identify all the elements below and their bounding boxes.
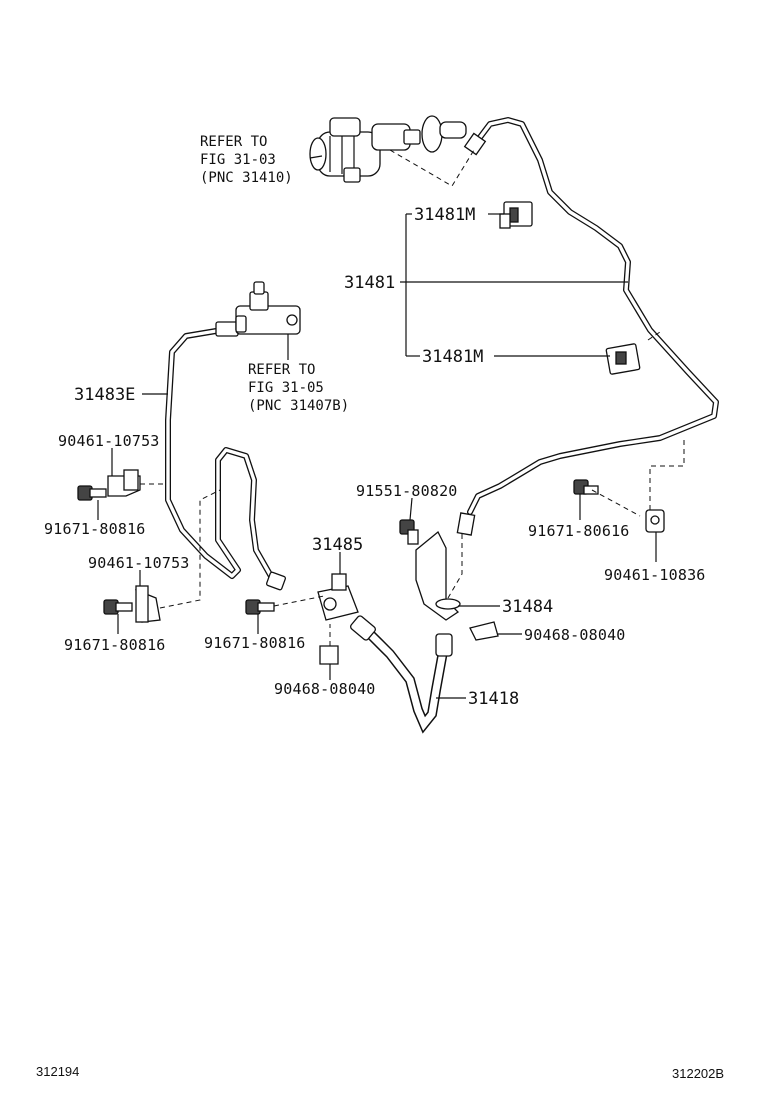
clamp-90461-10836 [645,509,665,533]
label-91671-80816-c: 91671-80816 [204,634,306,652]
bracket-31484 [415,530,461,621]
label-31481m-top: 31481M [414,205,475,225]
clutch-master-cylinder [309,115,467,183]
label-90461-10753-a: 90461-10753 [58,432,160,450]
label-91671-80616: 91671-80616 [528,522,630,540]
pipe-fitting-bottom [456,512,476,536]
label-90468-08040-a: 90468-08040 [524,626,626,644]
label-91671-80816-a: 91671-80816 [44,520,146,538]
ref-slave-line1: REFER TO [248,362,315,378]
ref-master-line3: (PNC 31410) [200,170,293,186]
bracket-90461-10753-b [135,585,161,623]
bolt-91551-80820 [399,519,419,545]
label-31484: 31484 [502,597,553,617]
footer-right-code: 312202B [672,1066,724,1081]
label-90461-10836: 90461-10836 [604,566,706,584]
dashed-guides [140,149,685,646]
footer-left-code: 312194 [36,1064,79,1079]
bracket-31485 [317,573,359,621]
clip-90468-08040-a [469,621,499,641]
bolt-91671-80816-a [77,485,107,501]
label-90468-08040-b: 90468-08040 [274,680,376,698]
clutch-pipe-31483e [165,327,275,581]
pipe-fitting-top [463,132,487,156]
pipe-clamp-31481m-bottom [605,343,641,375]
ref-slave-line2: FIG 31-05 [248,380,324,396]
clip-90468-08040-b [319,645,339,665]
pipe-fitting-31483e-end [266,571,286,591]
bolt-91671-80816-c [245,599,275,615]
label-31481: 31481 [344,273,395,293]
clutch-line-union [235,281,301,335]
label-31481m-bottom: 31481M [422,347,483,367]
pipe-clamp-31481m-top [499,201,533,229]
label-91551-80820: 91551-80820 [356,482,458,500]
leader-lines [97,155,657,699]
pipe-fitting-slave [215,321,239,337]
bolt-91671-80616 [573,479,599,495]
clutch-pipe-31481 [467,117,719,515]
ref-slave-line3: (PNC 31407B) [248,398,349,414]
bracket-90461-10753-a [107,469,141,497]
label-31485: 31485 [312,535,363,555]
flexible-hose-31418 [350,615,453,734]
label-90461-10753-b: 90461-10753 [88,554,190,572]
bolt-91671-80816-b [103,599,133,615]
label-31418: 31418 [468,689,519,709]
ref-master-line2: FIG 31-03 [200,152,276,168]
ref-master-line1: REFER TO [200,134,267,150]
label-91671-80816-b: 91671-80816 [64,636,166,654]
label-31483e: 31483E [74,385,135,405]
